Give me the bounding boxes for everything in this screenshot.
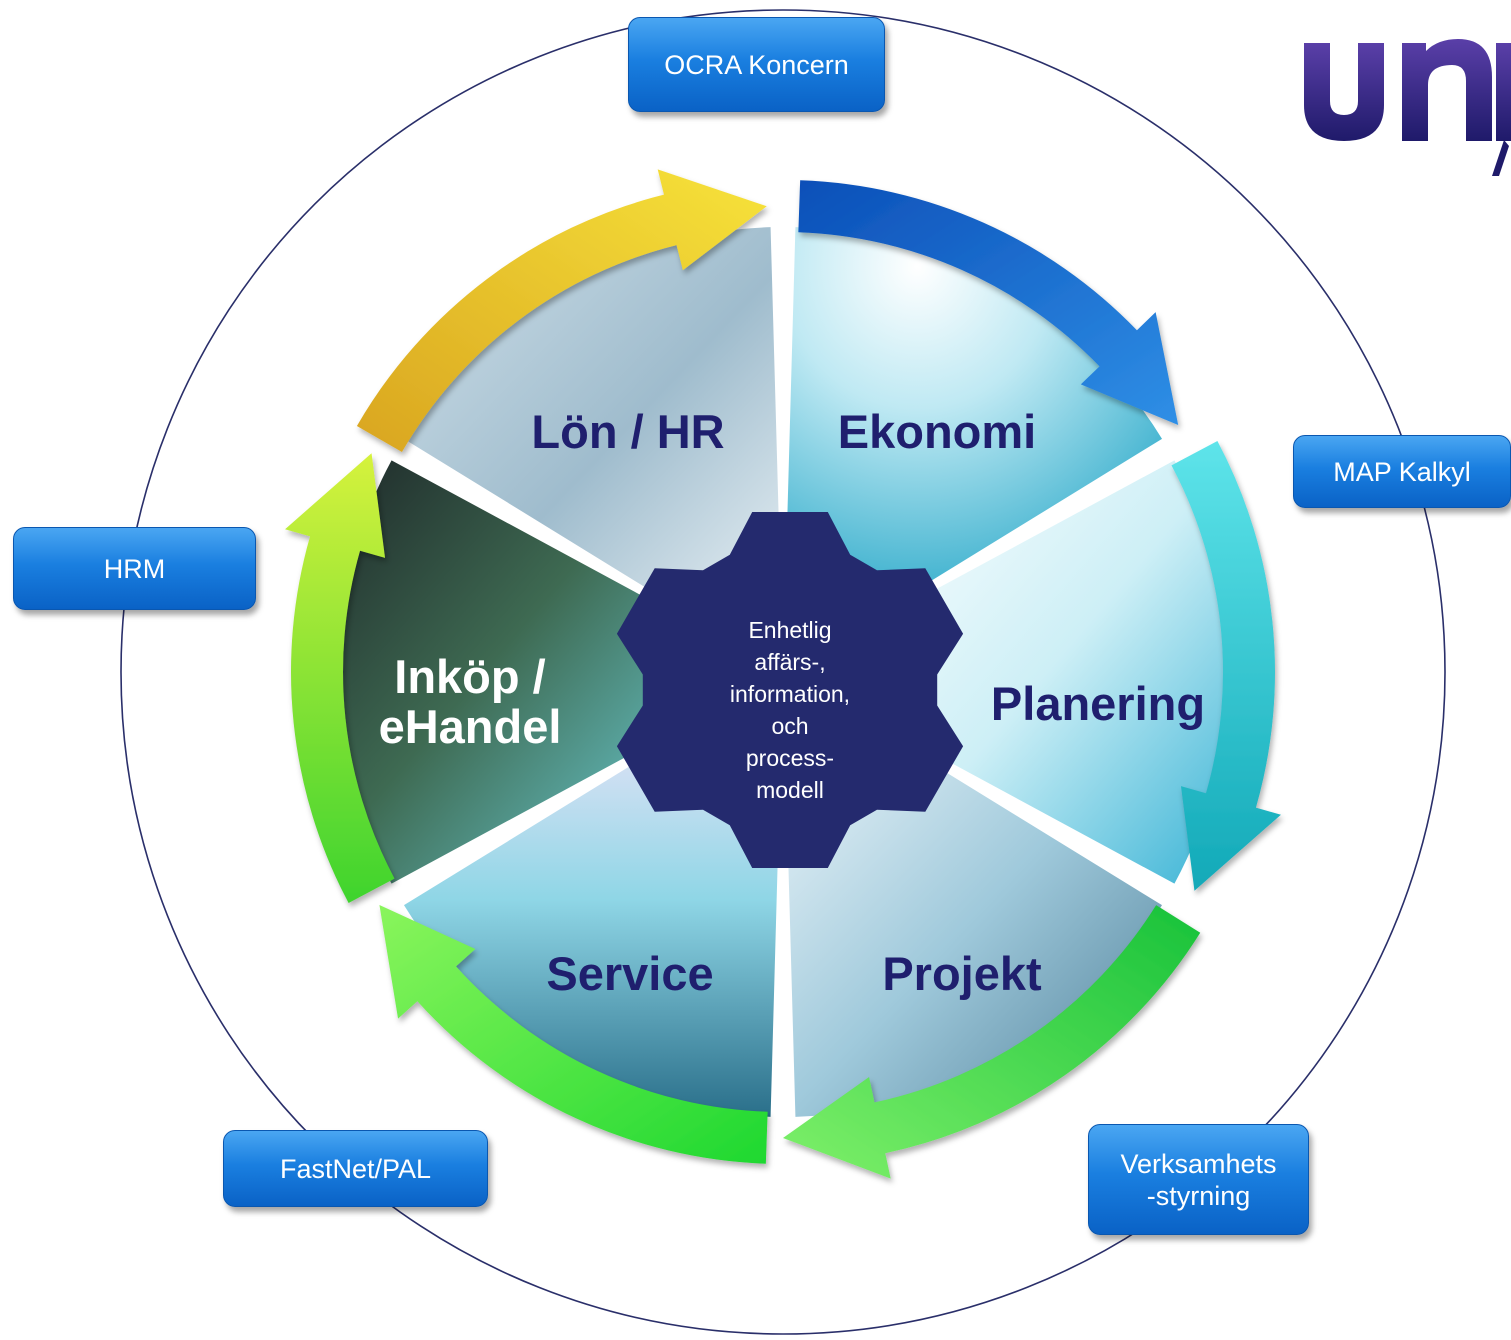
center-caption-line: affärs-, [754,649,825,675]
node-hrm[interactable]: HRM [13,527,256,610]
arrow-green-bl-icon [379,905,768,1164]
segment-planering [866,460,1228,884]
wheel-segments [338,227,1228,1117]
segment-label-line: Lön / HR [531,405,724,458]
gear-center-icon [616,512,964,868]
node-fastnet-pal[interactable]: FastNet/PAL [223,1130,488,1207]
arrow-blue-icon [798,180,1179,426]
center-caption-line: information, [730,681,850,707]
node-fastnet-pal-label: FastNet/PAL [279,1153,432,1184]
wheel-arrows [285,169,1281,1179]
center-caption-line: Enhetlig [748,617,831,643]
segment-service [403,721,781,1117]
segment-projekt [785,721,1163,1117]
arrow-cyan-icon [1171,441,1281,891]
segment-label-ekonomi: Ekonomi [838,405,1036,458]
arrow-green-l-icon [285,453,395,903]
center-caption-line: process- [746,745,834,771]
outer-orbit-ring [120,9,1446,1335]
node-verksamhetsstyrning[interactable]: Verksamhets -styrning [1088,1124,1309,1235]
segment-label-lon-hr: Lön / HR [531,405,724,458]
segment-label-service: Service [546,947,713,1000]
node-ocra-koncern-label: OCRA Koncern [664,49,849,80]
node-ocra-koncern[interactable]: OCRA Koncern [628,17,885,112]
segment-label-line: Inköp / [394,650,545,703]
node-map-kalkyl-label: MAP Kalkyl [1333,456,1471,487]
node-map-kalkyl[interactable]: MAP Kalkyl [1293,435,1511,508]
node-hrm-label: HRM [103,553,166,584]
brand-logo [1304,39,1511,176]
segment-inkop [338,460,700,884]
node-verksamhetsstyrning-label: Verksamhets -styrning [1120,1148,1277,1211]
arrow-green-br-icon [783,905,1201,1179]
center-text: Enhetlig affärs-, information, och process-m… [730,617,850,803]
segment-ekonomi [785,227,1163,623]
segment-label-projekt: Projekt [882,947,1042,1000]
center-caption-line: och [771,713,808,739]
segment-label-line: Service [546,947,713,1000]
segment-lon-hr [403,227,781,623]
segment-label-line: Ekonomi [838,405,1036,458]
segment-label-inkop: Inköp /eHandel [379,650,562,753]
segment-label-line: Projekt [882,947,1042,1000]
segment-label-line: Planering [991,677,1205,730]
center-caption-line: modell [756,777,824,803]
segment-label-line: eHandel [379,700,562,753]
segment-label-planering: Planering [991,677,1205,730]
center-caption: Enhetlig affärs-, information, och process-m… [730,617,850,803]
arrow-yellow-icon [356,169,767,452]
